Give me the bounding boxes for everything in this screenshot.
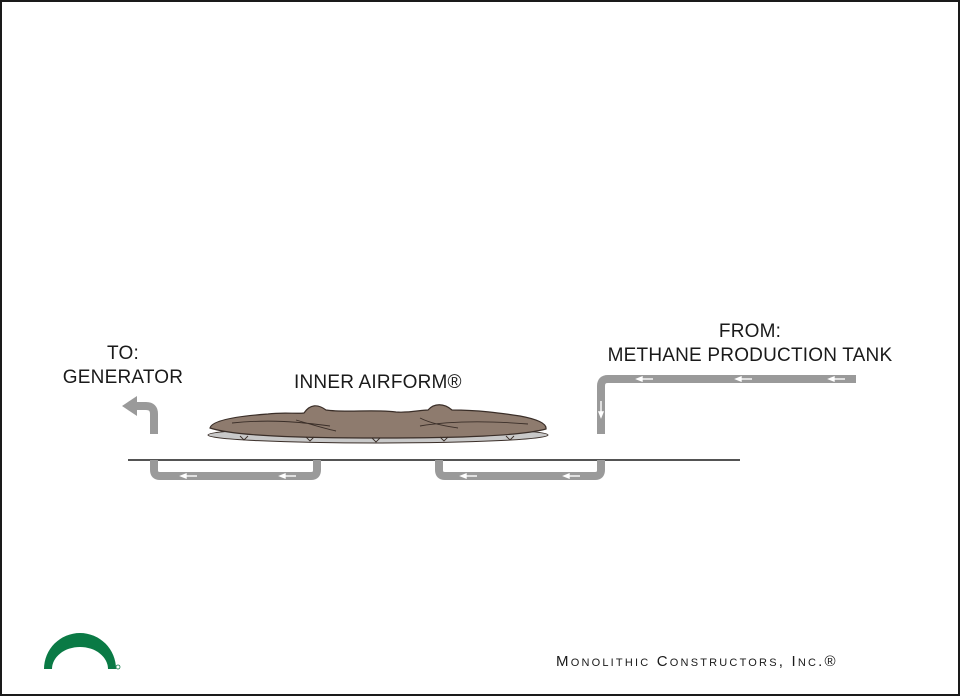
from-label-line1: FROM: [718, 321, 782, 342]
from-tank-label: FROM: METHANE PRODUCTION TANK [600, 320, 900, 368]
company-name: Monolithic Constructors, Inc.® [556, 653, 838, 670]
pipe-from-tank [597, 375, 856, 434]
to-generator-label: TO: GENERATOR [62, 342, 184, 390]
up-left-arrow-icon [122, 396, 158, 434]
pipe-trench-right [435, 460, 605, 480]
left-arrow-icon [179, 472, 580, 480]
to-label-line2: GENERATOR [62, 367, 184, 388]
inner-airform-label: INNER AIRFORM® [294, 372, 462, 393]
dome-logo-icon [44, 633, 121, 670]
down-arrow-icon [597, 401, 605, 419]
from-label-line2: METHANE PRODUCTION TANK [607, 345, 893, 366]
pipe-trench-left [150, 460, 321, 480]
to-label-line1: TO: [107, 343, 139, 364]
left-arrow-icon [635, 375, 845, 383]
airform-membrane [209, 404, 547, 439]
inner-airform-illustration [207, 404, 549, 444]
